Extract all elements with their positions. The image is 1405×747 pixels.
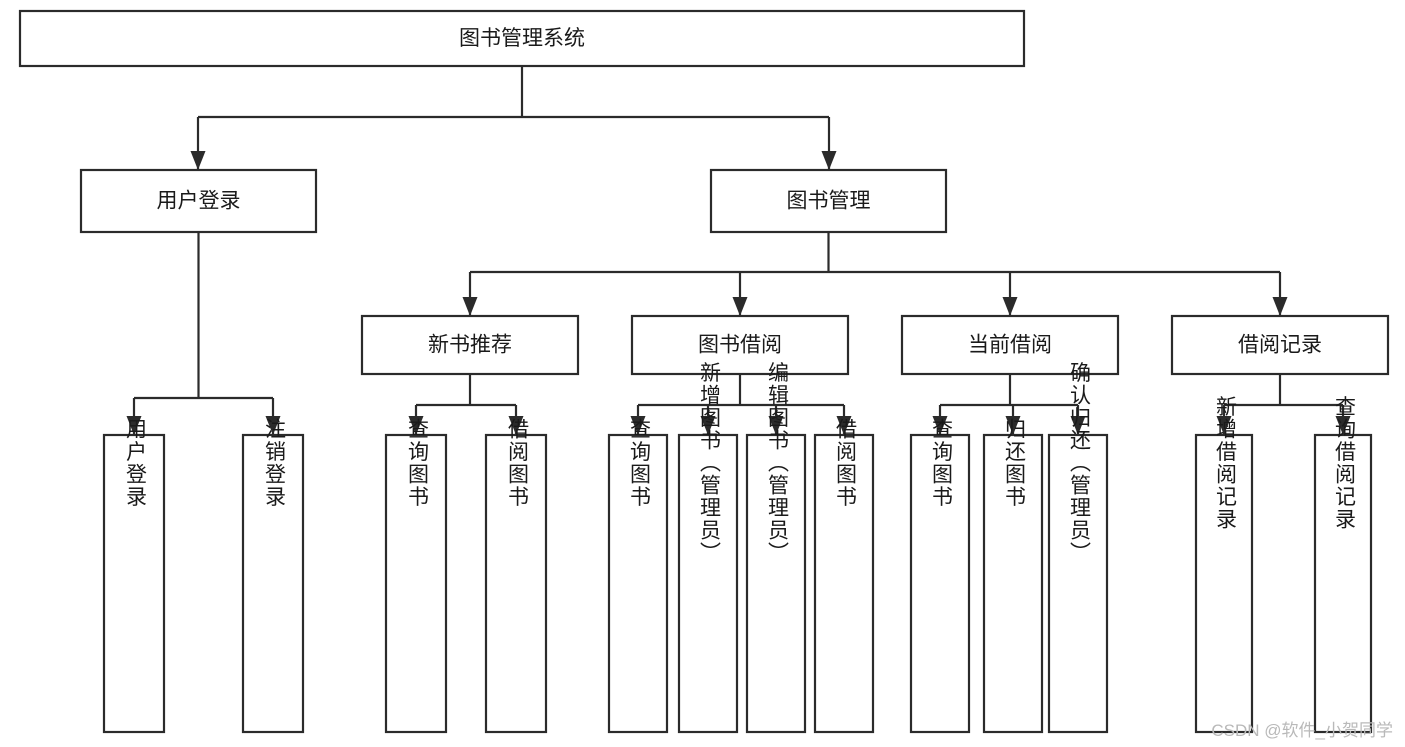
level2-node-label: 用户登录 — [157, 190, 241, 213]
leaf-node-box[interactable] — [384, 433, 448, 734]
leaf-node-label: 新增借阅记录 — [1213, 396, 1237, 531]
level3-node-1[interactable]: 新书推荐 — [360, 314, 580, 376]
leaf-node-13[interactable]: 查询借阅记录 — [1313, 396, 1373, 734]
leaf-node-6[interactable]: 新增图书（管理员） — [677, 362, 739, 734]
leaf-node-2[interactable]: 注销登录 — [241, 418, 305, 734]
leaf-node-label: 编辑图书（管理员） — [765, 362, 789, 565]
connector-layer — [126, 66, 1351, 435]
level3-node-box[interactable] — [900, 314, 1120, 376]
leaf-node-box[interactable] — [1047, 433, 1109, 734]
level3-node-2[interactable]: 图书借阅 — [630, 314, 850, 376]
leaf-node-label: 查询图书 — [929, 418, 953, 508]
arrow-head-root-branch-2 — [821, 151, 837, 170]
leaf-node-box[interactable] — [1313, 433, 1373, 734]
leaf-node-12[interactable]: 新增借阅记录 — [1194, 396, 1254, 734]
leaf-node-label: 查询图书 — [405, 418, 429, 508]
leaf-node-label: 用户登录 — [123, 418, 147, 508]
leaf-node-7[interactable]: 编辑图书（管理员） — [745, 362, 807, 734]
arrow-head-group-2-branch-2 — [508, 416, 524, 435]
leaf-node-1[interactable]: 用户登录 — [102, 418, 166, 734]
arrow-head-group-4-branch-2 — [1005, 416, 1021, 435]
leaf-node-label: 确认归还（管理员） — [1067, 362, 1091, 565]
arrow-head-group-3-branch-2 — [700, 416, 716, 435]
level2-node-label: 图书管理 — [787, 190, 871, 213]
leaf-node-label: 新增图书（管理员） — [697, 362, 721, 565]
level3-node-label: 当前借阅 — [968, 334, 1052, 357]
root-node-box[interactable] — [18, 9, 1026, 68]
leaf-node-4[interactable]: 借阅图书 — [484, 418, 548, 734]
leaf-node-box[interactable] — [745, 433, 807, 734]
arrow-head-group-3-branch-4 — [836, 416, 852, 435]
leaf-node-box[interactable] — [677, 433, 739, 734]
arrow-head-manage-branch-1 — [462, 297, 478, 316]
level3-node-box[interactable] — [630, 314, 850, 376]
level2-node-box[interactable] — [709, 168, 948, 234]
arrow-head-group-4-branch-1 — [932, 416, 948, 435]
arrow-head-manage-branch-2 — [732, 297, 748, 316]
leaf-node-11[interactable]: 确认归还（管理员） — [1047, 362, 1109, 734]
leaf-node-box[interactable] — [607, 433, 669, 734]
arrow-head-group-4-branch-3 — [1070, 416, 1086, 435]
arrow-head-root-branch-1 — [190, 151, 206, 170]
level2-node-box[interactable] — [79, 168, 318, 234]
leaf-node-box[interactable] — [813, 433, 875, 734]
leaf-node-box[interactable] — [909, 433, 971, 734]
leaf-node-5[interactable]: 查询图书 — [607, 418, 669, 734]
leaf-node-label: 借阅图书 — [505, 418, 529, 508]
arrow-head-manage-branch-4 — [1272, 297, 1288, 316]
leaf-node-3[interactable]: 查询图书 — [384, 418, 448, 734]
leaf-node-label: 注销登录 — [262, 418, 286, 508]
level3-node-3[interactable]: 当前借阅 — [900, 314, 1120, 376]
arrow-head-group-2-branch-1 — [408, 416, 424, 435]
leaf-node-8[interactable]: 借阅图书 — [813, 418, 875, 734]
leaf-node-label: 借阅图书 — [833, 418, 857, 508]
arrow-head-group-3-branch-3 — [768, 416, 784, 435]
leaf-node-9[interactable]: 查询图书 — [909, 418, 971, 734]
arrow-head-group-5-branch-1 — [1216, 416, 1232, 435]
level2-node-2[interactable]: 图书管理 — [709, 168, 948, 234]
root-node-1[interactable]: 图书管理系统 — [18, 9, 1026, 68]
leaf-node-box[interactable] — [1194, 433, 1254, 734]
level3-node-label: 借阅记录 — [1238, 334, 1322, 357]
leaf-node-label: 查询图书 — [627, 418, 651, 508]
level3-node-label: 图书借阅 — [698, 334, 782, 357]
level3-node-label: 新书推荐 — [428, 334, 512, 357]
level3-node-box[interactable] — [360, 314, 580, 376]
arrow-head-group-3-branch-1 — [630, 416, 646, 435]
leaf-node-label: 归还图书 — [1002, 418, 1026, 508]
level3-node-4[interactable]: 借阅记录 — [1170, 314, 1390, 376]
arrow-head-manage-branch-3 — [1002, 297, 1018, 316]
root-node-label: 图书管理系统 — [459, 27, 585, 50]
leaf-node-box[interactable] — [982, 433, 1044, 734]
leaf-node-label: 查询借阅记录 — [1332, 396, 1356, 531]
leaf-node-box[interactable] — [102, 433, 166, 734]
node-layer: 图书管理系统用户登录图书管理新书推荐图书借阅当前借阅借阅记录用户登录注销登录查询… — [18, 9, 1390, 734]
leaf-node-box[interactable] — [241, 433, 305, 734]
level3-node-box[interactable] — [1170, 314, 1390, 376]
arrow-head-group-5-branch-2 — [1335, 416, 1351, 435]
level2-node-1[interactable]: 用户登录 — [79, 168, 318, 234]
arrow-head-group-1-branch-2 — [265, 416, 281, 435]
leaf-node-10[interactable]: 归还图书 — [982, 418, 1044, 734]
arrow-head-group-1-branch-1 — [126, 416, 142, 435]
leaf-node-box[interactable] — [484, 433, 548, 734]
